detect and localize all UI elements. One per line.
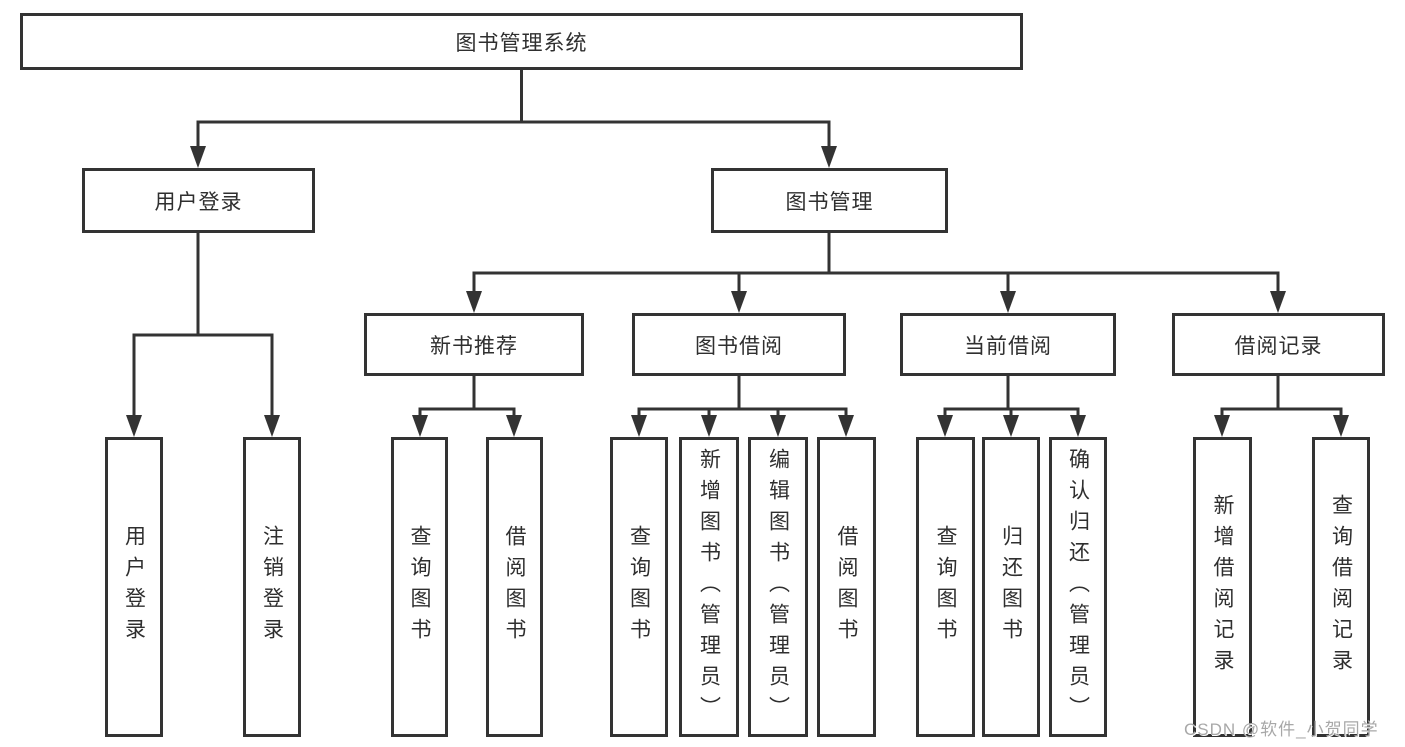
node-label: 新书推荐: [430, 334, 518, 358]
leaf-query-books-recommend: 查询图书: [391, 437, 448, 737]
leaf-query-books-current: 查询图书: [916, 437, 975, 737]
node-new-book-recommendation: 新书推荐: [364, 313, 584, 376]
node-label: 确认归还（管理员）: [1066, 447, 1090, 727]
node-label: 新增图书（管理员）: [697, 447, 721, 727]
leaf-borrow-books-recommend: 借阅图书: [486, 437, 543, 737]
leaf-add-borrow-record: 新增借阅记录: [1193, 437, 1252, 737]
node-label: 当前借阅: [964, 334, 1052, 358]
node-label: 查询图书: [627, 525, 651, 649]
node-borrowing-records: 借阅记录: [1172, 313, 1385, 376]
node-label: 查询图书: [408, 525, 431, 649]
node-label: 查询借阅记录: [1329, 494, 1353, 680]
node-book-management: 图书管理: [711, 168, 948, 233]
leaf-query-books-borrowing: 查询图书: [610, 437, 668, 737]
node-label: 用户登录: [122, 525, 146, 649]
leaf-query-borrow-record: 查询借阅记录: [1312, 437, 1370, 737]
csdn-watermark: CSDN @软件_小贺同学: [1184, 720, 1379, 739]
leaf-confirm-return-admin: 确认归还（管理员）: [1049, 437, 1107, 737]
node-label: 借阅记录: [1234, 334, 1323, 358]
node-user-login: 用户登录: [82, 168, 315, 233]
node-label: 图书借阅: [695, 334, 783, 358]
leaf-add-book-admin: 新增图书（管理员）: [679, 437, 739, 737]
node-label: 借阅图书: [503, 525, 526, 649]
node-book-borrowing: 图书借阅: [632, 313, 846, 376]
node-label: 新增借阅记录: [1211, 494, 1234, 680]
node-label: 图书管理系统: [455, 31, 588, 55]
leaf-user-login: 用户登录: [105, 437, 163, 737]
node-label: 用户登录: [154, 190, 243, 214]
leaf-edit-book-admin: 编辑图书（管理员）: [748, 437, 808, 737]
leaf-logout: 注销登录: [243, 437, 301, 737]
node-label: 借阅图书: [835, 525, 858, 649]
node-label: 编辑图书（管理员）: [766, 447, 790, 727]
leaf-return-books: 归还图书: [982, 437, 1040, 737]
node-library-management-system: 图书管理系统: [20, 13, 1023, 70]
node-label: 注销登录: [260, 525, 284, 649]
node-label: 归还图书: [999, 525, 1023, 649]
leaf-borrow-books: 借阅图书: [817, 437, 876, 737]
node-label: 图书管理: [785, 190, 874, 214]
node-current-borrowing: 当前借阅: [900, 313, 1116, 376]
node-label: 查询图书: [934, 525, 957, 649]
